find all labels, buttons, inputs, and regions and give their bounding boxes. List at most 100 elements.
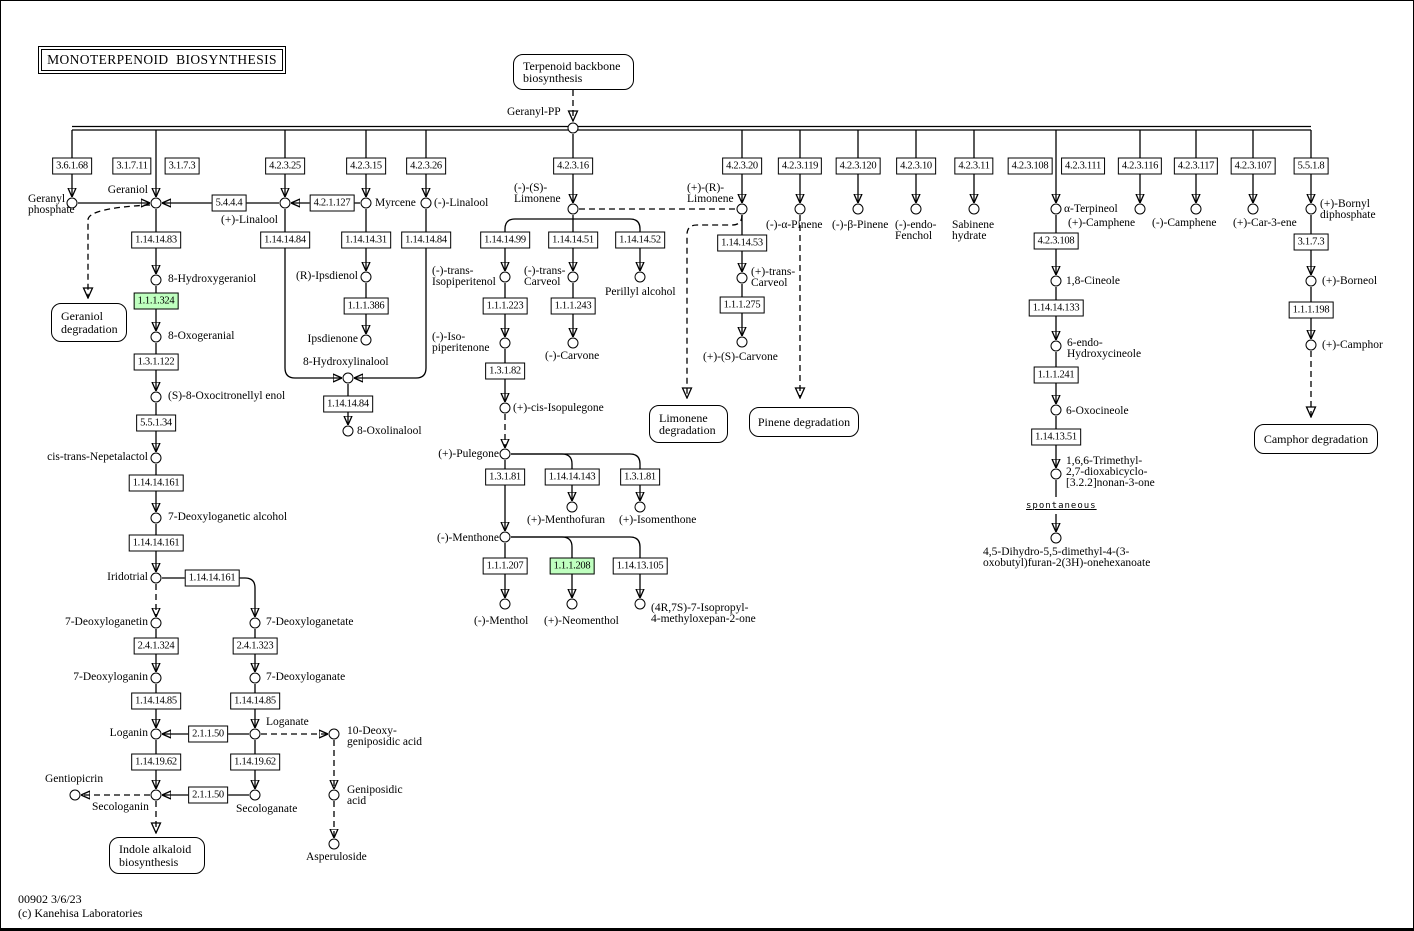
ec-2.4.1.323[interactable]: 2.4.1.323	[232, 637, 278, 655]
compound-geraniol[interactable]	[150, 197, 162, 209]
ec-4.2.3.11[interactable]: 4.2.3.11	[954, 157, 994, 175]
compound-myrcene[interactable]	[360, 197, 372, 209]
ec-1.14.14.84[interactable]: 1.14.14.84	[401, 231, 451, 249]
ec-1.3.1.122[interactable]: 1.3.1.122	[133, 353, 179, 371]
compound-camphor[interactable]	[1305, 339, 1317, 351]
compound-alpha-pinene[interactable]	[794, 203, 806, 215]
ec-4.2.3.16[interactable]: 4.2.3.16	[553, 157, 593, 175]
compound-cis-isopulegone[interactable]	[499, 402, 511, 414]
compound-deoxyloganate[interactable]	[249, 672, 261, 684]
compound-plus-carvone[interactable]	[736, 336, 748, 348]
ec-1.1.1.275[interactable]: 1.1.1.275	[719, 296, 765, 314]
ec-1.14.14.83[interactable]: 1.14.14.83	[131, 231, 181, 249]
ec-1.14.13.51[interactable]: 1.14.13.51	[1031, 428, 1081, 446]
compound-dihydrofuranone[interactable]	[1050, 532, 1062, 544]
ec-3.1.7.11[interactable]: 3.1.7.11	[112, 157, 152, 175]
ec-1.1.1.386[interactable]: 1.1.1.386	[343, 297, 389, 315]
ec-1.14.19.62[interactable]: 1.14.19.62	[230, 753, 280, 771]
ec-5.5.1.34[interactable]: 5.5.1.34	[136, 414, 176, 432]
ec-1.14.14.51[interactable]: 1.14.14.51	[548, 231, 598, 249]
compound-8-oxolinalool[interactable]	[342, 425, 354, 437]
ec-5.5.1.8[interactable]: 5.5.1.8	[1293, 157, 1329, 175]
ec-3.6.1.68[interactable]: 3.6.1.68	[52, 157, 92, 175]
ec-5.4.4.4[interactable]: 5.4.4.4	[211, 194, 247, 212]
compound-r-limonene[interactable]	[736, 203, 748, 215]
ec-2.4.1.324[interactable]: 2.4.1.324	[133, 637, 179, 655]
ec-4.2.3.116[interactable]: 4.2.3.116	[1117, 157, 1163, 175]
ec-3.1.7.3[interactable]: 3.1.7.3	[164, 157, 200, 175]
compound-oxepanone[interactable]	[634, 598, 646, 610]
ec-1.3.1.81[interactable]: 1.3.1.81	[485, 468, 525, 486]
compound-loganate[interactable]	[249, 728, 261, 740]
ec-1.14.19.62[interactable]: 1.14.19.62	[131, 753, 181, 771]
maplink-indole-alkaloid-biosynthesis[interactable]: Indole alkaloid biosynthesis	[109, 837, 205, 874]
ec-1.14.14.161[interactable]: 1.14.14.161	[128, 474, 184, 492]
compound-deoxyloganin[interactable]	[150, 672, 162, 684]
ec-4.2.3.26[interactable]: 4.2.3.26	[406, 157, 446, 175]
ec-1.14.14.99[interactable]: 1.14.14.99	[480, 231, 530, 249]
maplink-terpenoid-backbone-biosynthesis[interactable]: Terpenoid backbone biosynthesis	[513, 54, 634, 90]
compound-nepetalactol[interactable]	[150, 452, 162, 464]
ec-1.1.1.243[interactable]: 1.1.1.243	[550, 297, 596, 315]
ec-4.2.3.117[interactable]: 4.2.3.117	[1173, 157, 1219, 175]
compound-gentiopicrin[interactable]	[69, 789, 81, 801]
compound-6-oxocineole[interactable]	[1050, 404, 1062, 416]
ec-4.2.3.107[interactable]: 4.2.3.107	[1230, 157, 1276, 175]
maplink-camphor-degradation[interactable]: Camphor degradation	[1254, 424, 1378, 454]
compound-bornyl-diphosphate[interactable]	[1305, 203, 1317, 215]
ec-1.1.1.324-highlighted[interactable]: 1.1.1.324	[133, 292, 179, 310]
compound-minus-linalool[interactable]	[420, 197, 432, 209]
compound-plus-linalool[interactable]	[279, 197, 291, 209]
compound-trimethyl-dioxabicyclo-nonanone[interactable]	[1050, 468, 1062, 480]
compound-deoxyloganetin[interactable]	[150, 617, 162, 629]
ec-1.14.14.161[interactable]: 1.14.14.161	[128, 534, 184, 552]
ec-1.14.14.84[interactable]: 1.14.14.84	[323, 395, 373, 413]
compound-8-hydroxylinalool[interactable]	[342, 372, 354, 384]
ec-4.2.3.108[interactable]: 4.2.3.108	[1007, 157, 1053, 175]
compound-plus-trans-carveol[interactable]	[736, 272, 748, 284]
compound-alpha-terpineol[interactable]	[1050, 203, 1062, 215]
compound-beta-pinene[interactable]	[852, 203, 864, 215]
ec-2.1.1.50[interactable]: 2.1.1.50	[188, 786, 228, 804]
compound-s-limonene[interactable]	[567, 203, 579, 215]
compound-iridotrial[interactable]	[150, 572, 162, 584]
compound-car-3-ene[interactable]	[1247, 203, 1259, 215]
ec-4.2.3.20[interactable]: 4.2.3.20	[722, 157, 762, 175]
compound-isopiperitenol[interactable]	[499, 271, 511, 283]
compound-geniposidic-acid[interactable]	[328, 789, 340, 801]
compound-deoxyloganetate[interactable]	[249, 617, 261, 629]
ec-1.14.14.133[interactable]: 1.14.14.133	[1028, 299, 1084, 317]
compound-geranyl-pp[interactable]	[567, 122, 579, 134]
ec-4.2.3.10[interactable]: 4.2.3.10	[896, 157, 936, 175]
maplink-pinene-degradation[interactable]: Pinene degradation	[749, 407, 859, 437]
ec-1.14.14.85[interactable]: 1.14.14.85	[131, 692, 181, 710]
compound-geranyl-phosphate[interactable]	[66, 197, 78, 209]
ec-1.14.14.143[interactable]: 1.14.14.143	[544, 468, 600, 486]
compound-plus-camphene[interactable]	[1134, 203, 1146, 215]
compound-endo-fenchol[interactable]	[910, 203, 922, 215]
compound-menthofuran[interactable]	[566, 501, 578, 513]
ec-1.1.1.207[interactable]: 1.1.1.207	[482, 557, 528, 575]
compound-minus-trans-carveol[interactable]	[567, 271, 579, 283]
compound-menthone[interactable]	[499, 531, 511, 543]
ec-1.1.1.223[interactable]: 1.1.1.223	[482, 297, 528, 315]
compound-menthol[interactable]	[499, 598, 511, 610]
compound-minus-camphene[interactable]	[1190, 203, 1202, 215]
ec-4.2.3.120[interactable]: 4.2.3.120	[835, 157, 881, 175]
compound-18-cineole[interactable]	[1050, 275, 1062, 287]
ec-4.2.3.25[interactable]: 4.2.3.25	[265, 157, 305, 175]
compound-ipsdienone[interactable]	[360, 334, 372, 346]
ec-1.14.14.31[interactable]: 1.14.14.31	[341, 231, 391, 249]
ec-2.1.1.50[interactable]: 2.1.1.50	[188, 725, 228, 743]
compound-secologanate[interactable]	[249, 789, 261, 801]
compound-deoxyloganetic-alcohol[interactable]	[150, 512, 162, 524]
compound-neomenthol[interactable]	[566, 598, 578, 610]
compound-isopiperitenone[interactable]	[499, 337, 511, 349]
ec-1.14.14.53[interactable]: 1.14.14.53	[717, 234, 767, 252]
ec-3.1.7.3[interactable]: 3.1.7.3	[1293, 233, 1329, 251]
ec-1.14.14.52[interactable]: 1.14.14.52	[615, 231, 665, 249]
compound-minus-carvone[interactable]	[567, 337, 579, 349]
compound-8-oxogeranial[interactable]	[150, 331, 162, 343]
compound-oxocitronellyl-enol[interactable]	[150, 391, 162, 403]
compound-secologanin[interactable]	[150, 789, 162, 801]
